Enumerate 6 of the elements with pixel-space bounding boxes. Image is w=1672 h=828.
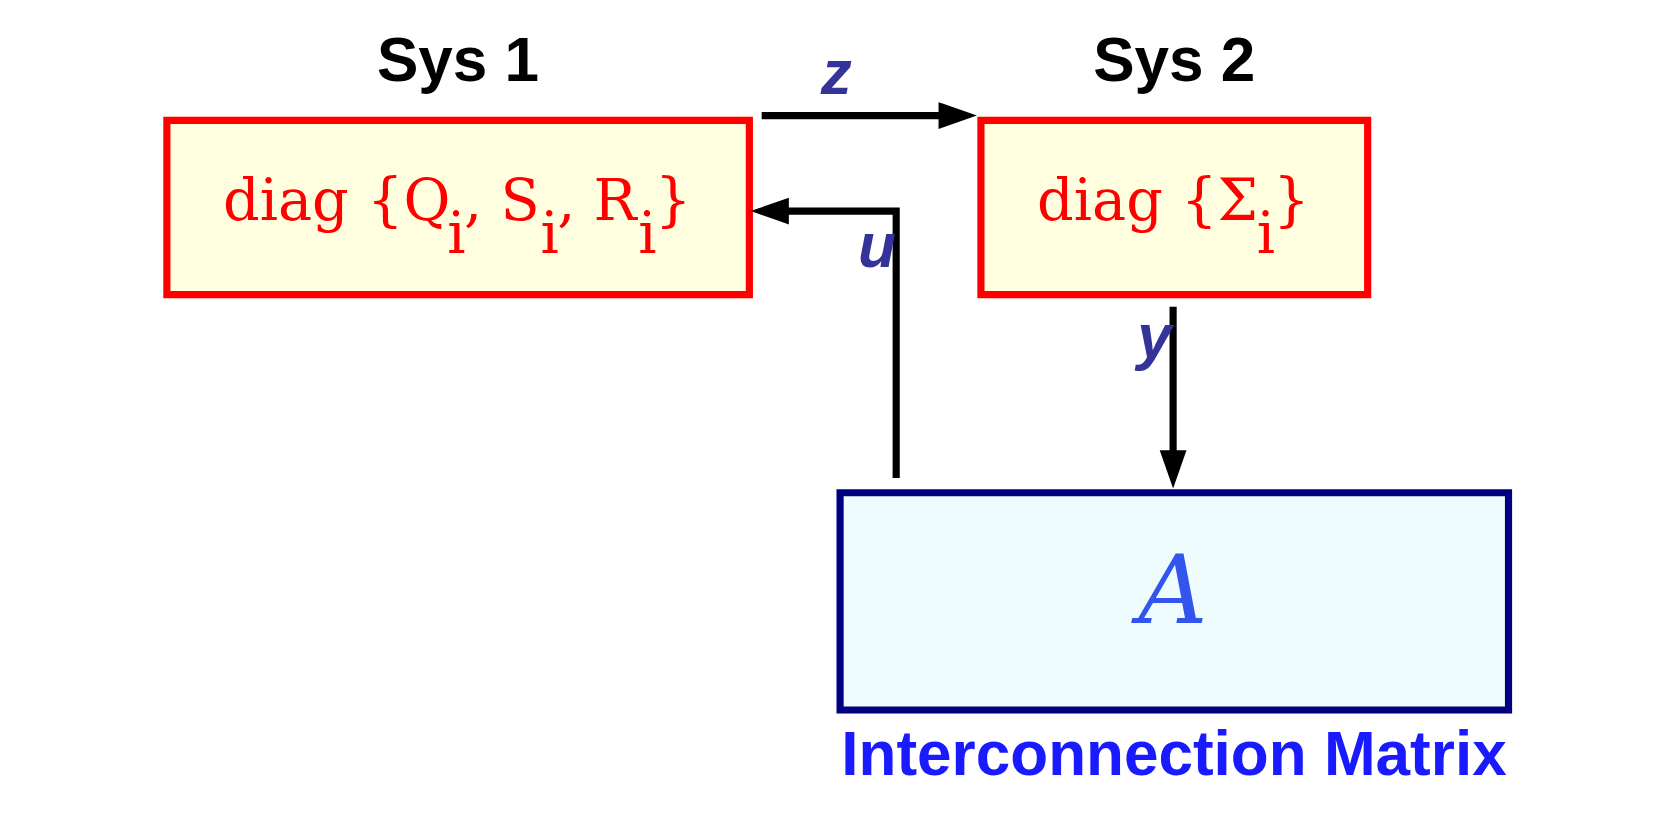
node-label: Sys 1 — [376, 24, 539, 94]
arrow — [1159, 306, 1186, 489]
node-label: Sys 2 — [1092, 24, 1255, 94]
node-label: Interconnection Matrix — [840, 719, 1507, 789]
edge-label: z — [820, 37, 852, 107]
arrow — [750, 197, 900, 479]
